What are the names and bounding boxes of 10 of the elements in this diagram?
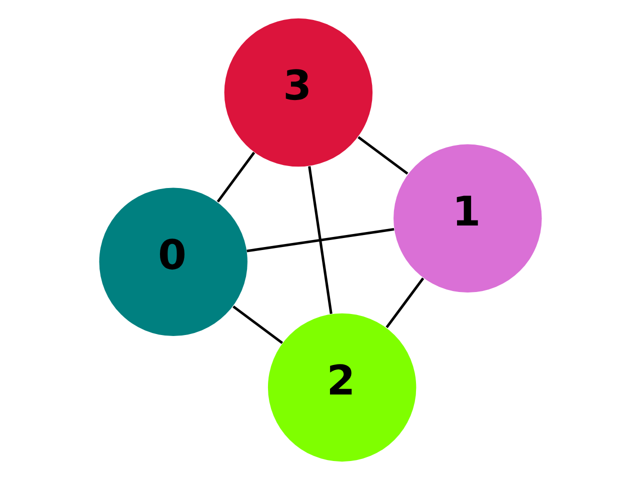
node-circle: 1 — [393, 144, 542, 293]
connector — [308, 166, 332, 314]
connector — [216, 152, 255, 202]
connector — [385, 278, 424, 328]
connector — [232, 306, 283, 344]
node-circle: 3 — [224, 18, 372, 167]
connector — [246, 228, 394, 252]
node-circle: 0 — [98, 188, 247, 336]
connector — [357, 136, 408, 175]
node-circle: 2 — [267, 313, 416, 462]
